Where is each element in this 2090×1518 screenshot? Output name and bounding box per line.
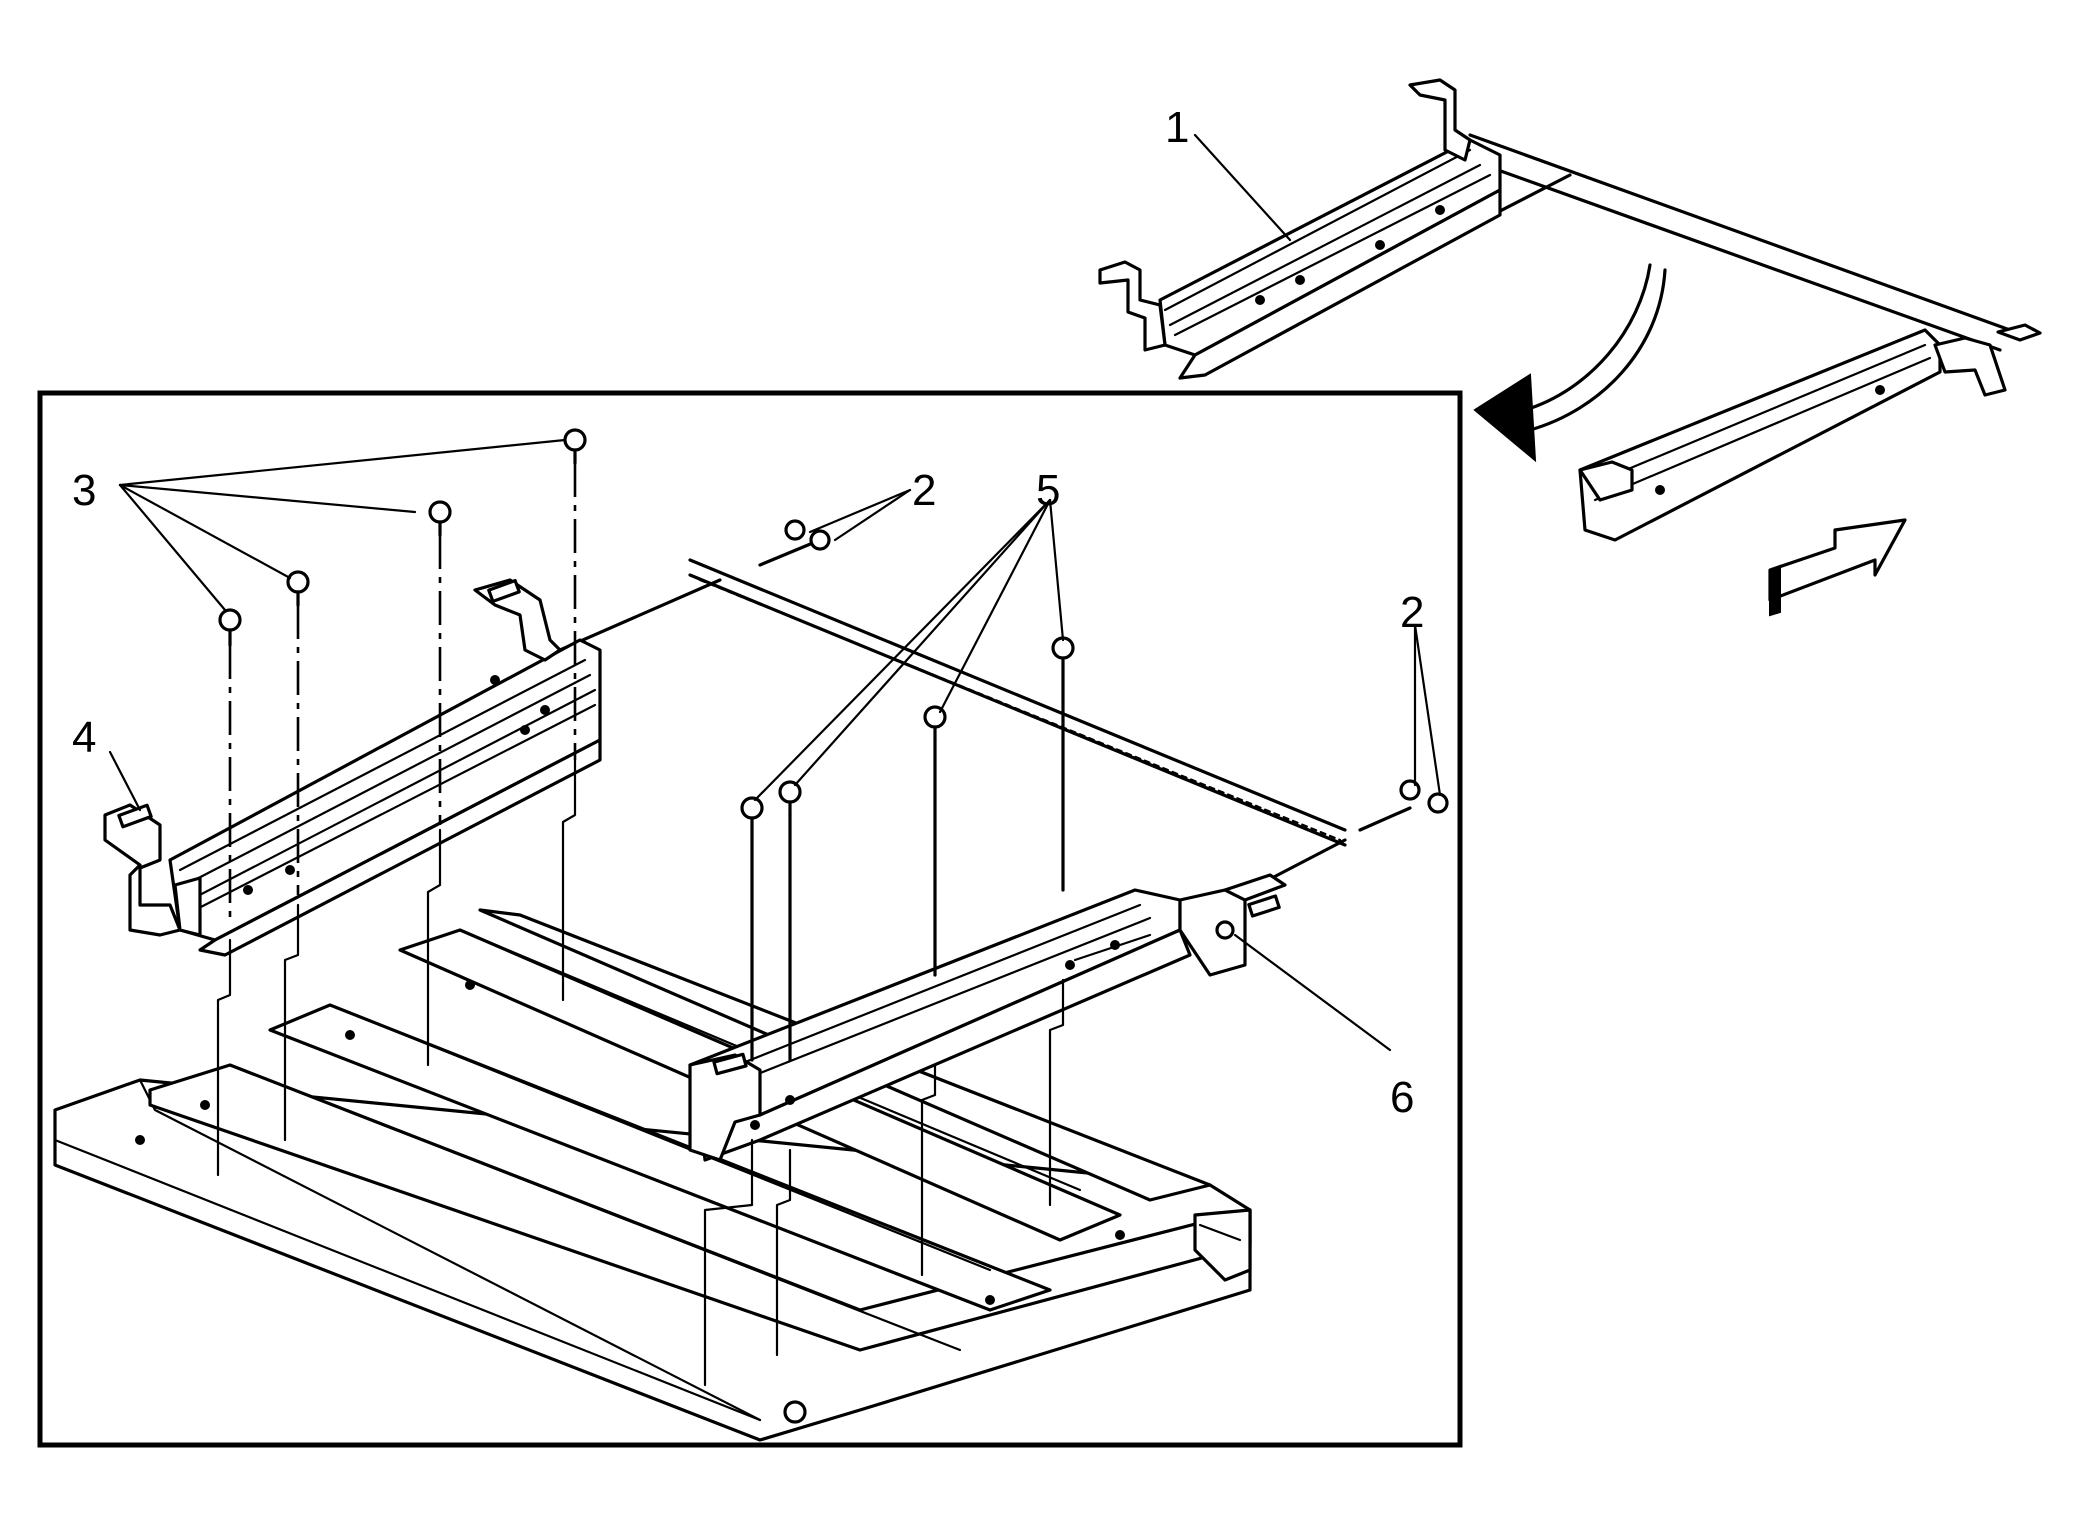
callout-4: 4	[72, 713, 96, 762]
callout-5: 5	[1036, 466, 1060, 515]
bolt-5a	[740, 796, 764, 834]
detail-frame-border	[37, 390, 1463, 1448]
seat-rail-right	[688, 873, 1287, 1162]
bolts-rail-left	[218, 428, 587, 647]
callout-2-right: 2	[1400, 588, 1424, 637]
callout-3: 3	[72, 466, 96, 515]
cross-bar	[558, 538, 1412, 907]
curved-arrow-icon	[1473, 263, 1667, 463]
bolt-3c	[428, 500, 452, 537]
bolts-rail-right	[740, 636, 1075, 834]
bolt-3a	[218, 608, 242, 647]
floor-pan	[53, 908, 1252, 1442]
bolt-5b	[778, 780, 802, 817]
callout-6: 6	[1390, 1073, 1414, 1122]
bolt-3d	[563, 428, 587, 465]
seat-rail-left	[103, 578, 602, 957]
leader-lines	[108, 133, 1442, 1052]
stud-nuts	[784, 519, 1449, 814]
front-direction-arrow-icon	[1768, 518, 1907, 617]
alignment-lines	[216, 463, 1065, 1387]
bolt-3b	[286, 570, 310, 607]
bolt-5c	[923, 705, 947, 742]
bolt-5d	[1051, 636, 1075, 672]
callout-2-left: 2	[912, 466, 936, 515]
overview-frame-assembly	[1098, 78, 2042, 542]
callout-1: 1	[1165, 103, 1189, 152]
